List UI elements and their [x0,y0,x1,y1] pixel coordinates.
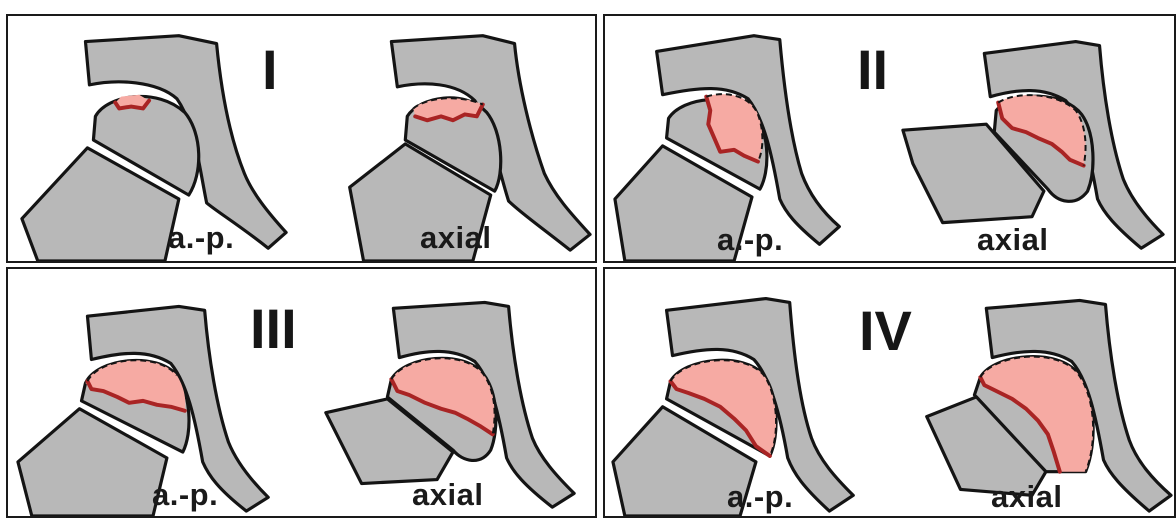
grade-label: III [250,301,297,357]
panel-grade-4: IV a.-p. axial [603,267,1176,518]
view-label-axial: axial [420,222,491,253]
panel-grade-1: I a.-p. axial [6,14,597,263]
joint-illustrations [8,269,595,516]
view-label-ap: a.-p. [152,479,218,510]
view-label-axial: axial [991,481,1062,512]
view-label-axial: axial [412,479,483,510]
view-label-ap: a.-p. [168,222,234,253]
joint-illustrations [605,16,1174,261]
panel-grade-2: II a.-p. axial [603,14,1176,263]
view-label-ap: a.-p. [727,481,793,512]
joint-illustrations [8,16,595,261]
view-label-axial: axial [977,224,1048,255]
panel-grade-3: III a.-p. axial [6,267,597,518]
grade-label: II [857,42,888,98]
grade-label: IV [859,303,912,359]
grade-label: I [262,42,278,98]
view-label-ap: a.-p. [717,224,783,255]
